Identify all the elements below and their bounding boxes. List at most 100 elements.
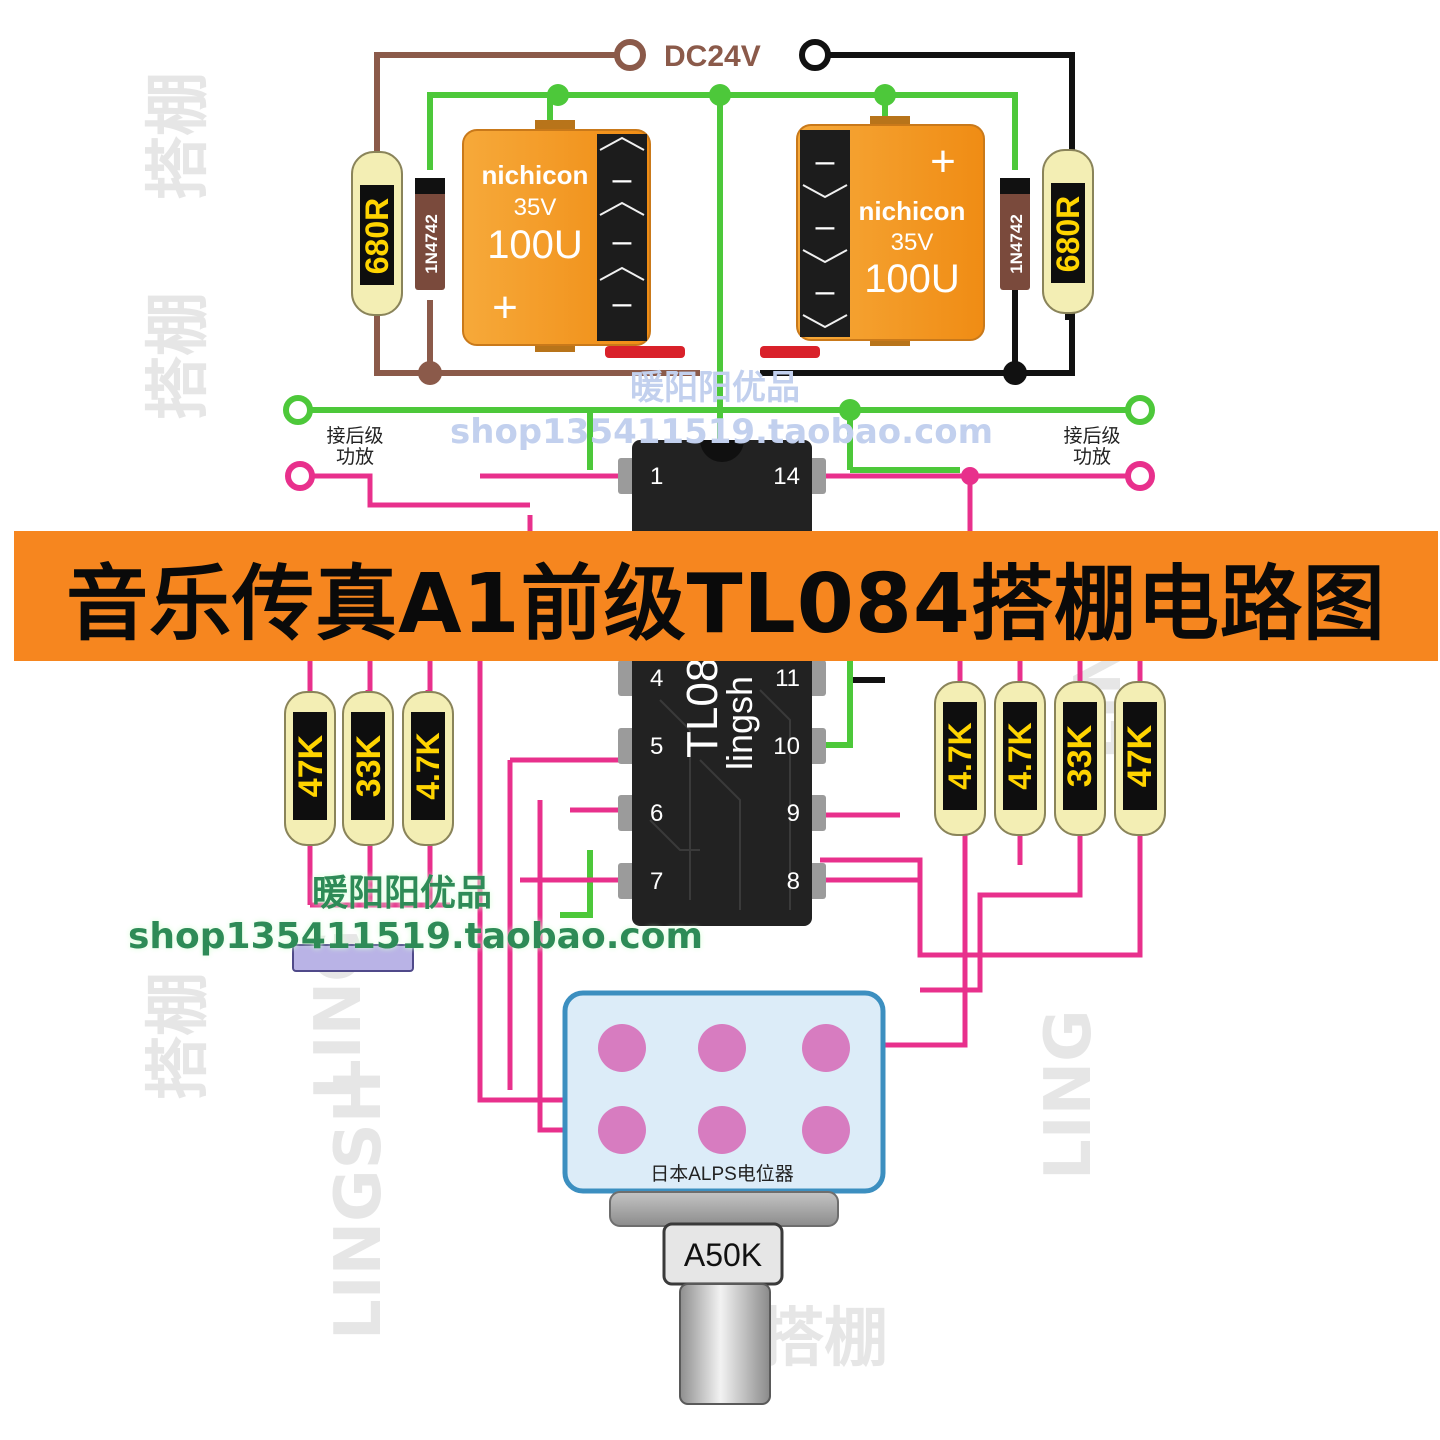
ic-pin-label: 10	[773, 733, 800, 760]
ic-brand: lingsh	[719, 676, 760, 770]
pot-pin	[598, 1024, 646, 1072]
resistor-value: 4.7K	[1002, 722, 1038, 790]
zener-diode-right: 1N4742	[1000, 178, 1030, 290]
pot-pin	[698, 1106, 746, 1154]
capacitor-minus-sign: –	[816, 142, 835, 180]
capacitor-minus-sign: –	[613, 160, 632, 198]
capacitor-value: 100U	[487, 223, 583, 267]
ground-node	[839, 399, 861, 421]
ic-pin	[618, 795, 636, 831]
pot-pin	[802, 1106, 850, 1154]
left-output-label: 功放	[336, 446, 374, 468]
ic-pin	[808, 660, 826, 696]
left-output-terminal[interactable]	[285, 461, 315, 491]
feedback-resistor: 33K	[1054, 681, 1106, 836]
zener-diode-label: 1N4742	[422, 214, 441, 274]
zener-diode-left: 1N4742	[415, 178, 445, 290]
resistor-value: 4.7K	[410, 732, 446, 800]
supply-resistor-right: 680R	[1042, 149, 1094, 320]
positive-terminal[interactable]	[614, 39, 646, 71]
capacitor-minus-sign: –	[816, 272, 835, 310]
supply-resistor-label: 680R	[359, 198, 395, 275]
potentiometer-value: A50K	[684, 1237, 762, 1273]
capacitor-voltage: 35V	[891, 229, 934, 256]
svg-text:LINGSH: LINGSH	[322, 1070, 396, 1340]
capacitor-brand: nichicon	[482, 160, 589, 190]
capacitor-voltage: 35V	[514, 194, 557, 221]
pot-pin	[698, 1024, 746, 1072]
ground-node	[874, 84, 896, 106]
feedback-resistor: 4.7K	[994, 681, 1046, 836]
feedback-resistor: 47K	[284, 690, 336, 846]
zener-diode-label: 1N4742	[1007, 214, 1026, 274]
ic-pin	[808, 728, 826, 764]
ic-pin	[808, 458, 826, 494]
positive-node	[418, 361, 442, 385]
feedback-resistor: 4.7K	[402, 690, 454, 846]
right-output-terminal[interactable]	[1125, 461, 1155, 491]
shop-watermark-name: 暖阳阳优品	[630, 368, 800, 408]
capacitor-minus-sign: –	[613, 222, 632, 260]
shop-watermark-name: 暖阳阳优品	[312, 873, 493, 914]
svg-text:LING: LING	[1032, 1009, 1106, 1180]
ic-pin-label: 5	[650, 733, 663, 760]
capacitor-value: 100U	[864, 257, 960, 301]
feedback-resistor: 4.7K	[934, 681, 986, 836]
resistor-value: 47K	[292, 734, 330, 797]
feedback-resistor: 33K	[342, 690, 394, 846]
ic-pin-label: 8	[787, 868, 800, 895]
capacitor-minus-sign: –	[816, 207, 835, 245]
resistor-value: 47K	[1121, 724, 1159, 787]
ic-pin	[618, 458, 636, 494]
ic-part-number: TL08	[678, 658, 727, 758]
capacitor-left: – – – nichicon 35V 100U +	[462, 120, 651, 352]
pot-pin	[598, 1106, 646, 1154]
ground-node	[547, 84, 569, 106]
capacitor-right: – – – + nichicon 35V 100U	[796, 116, 985, 346]
capacitor-minus-sign: –	[613, 284, 632, 322]
svg-text:搭棚: 搭棚	[142, 292, 216, 420]
capacitor-plus-sign: +	[930, 137, 956, 186]
resistor-value: 4.7K	[942, 722, 978, 790]
supply-resistor-left: 680R	[351, 150, 403, 320]
pot-shaft[interactable]	[679, 1283, 771, 1405]
title-text: 音乐传真A1前级TL084搭棚电路图	[66, 556, 1386, 652]
potentiometer[interactable]: 日本ALPS电位器 A50K	[562, 990, 886, 1405]
ic-pin-label: 6	[650, 800, 663, 827]
svg-text:搭棚: 搭棚	[760, 1302, 888, 1376]
ic-pin-label: 11	[775, 665, 800, 692]
resistor-value: 33K	[350, 734, 388, 797]
ic-pin	[618, 660, 636, 696]
shop-watermark-url: shop135411519.taobao.com	[450, 412, 994, 452]
ground-node	[709, 84, 731, 106]
resistor-value: 33K	[1061, 724, 1099, 787]
wire-marker	[760, 346, 820, 358]
pot-pin	[802, 1024, 850, 1072]
ic-pin-label: 7	[650, 868, 663, 895]
svg-text:搭棚: 搭棚	[142, 972, 216, 1100]
power-label: DC24V	[664, 40, 761, 73]
svg-text:搭棚: 搭棚	[142, 72, 216, 200]
right-ground-terminal[interactable]	[1125, 395, 1155, 425]
partial-component	[292, 944, 414, 972]
left-ground-terminal[interactable]	[283, 395, 313, 425]
negative-node	[1003, 361, 1027, 385]
wire-marker	[605, 346, 685, 358]
negative-terminal[interactable]	[799, 39, 831, 71]
signal-node	[961, 467, 979, 485]
op-amp-ic: 1 4 5 6 7 14 11 10 9 8 TL08 lingsh	[618, 440, 826, 926]
ic-pin	[808, 863, 826, 899]
right-output-label: 接后级	[1063, 425, 1120, 447]
shop-watermark-url: shop135411519.taobao.com	[128, 916, 703, 957]
feedback-resistor: 47K	[1114, 681, 1166, 836]
ic-pin-label: 4	[650, 665, 663, 692]
title-banner: 音乐传真A1前级TL084搭棚电路图	[14, 531, 1438, 661]
ic-pin-label: 9	[787, 800, 800, 827]
potentiometer-caption: 日本ALPS电位器	[650, 1163, 794, 1185]
supply-resistor-label: 680R	[1050, 196, 1086, 273]
ic-pin	[618, 863, 636, 899]
left-output-label: 接后级	[326, 425, 383, 447]
ic-pin-label: 1	[650, 463, 663, 490]
